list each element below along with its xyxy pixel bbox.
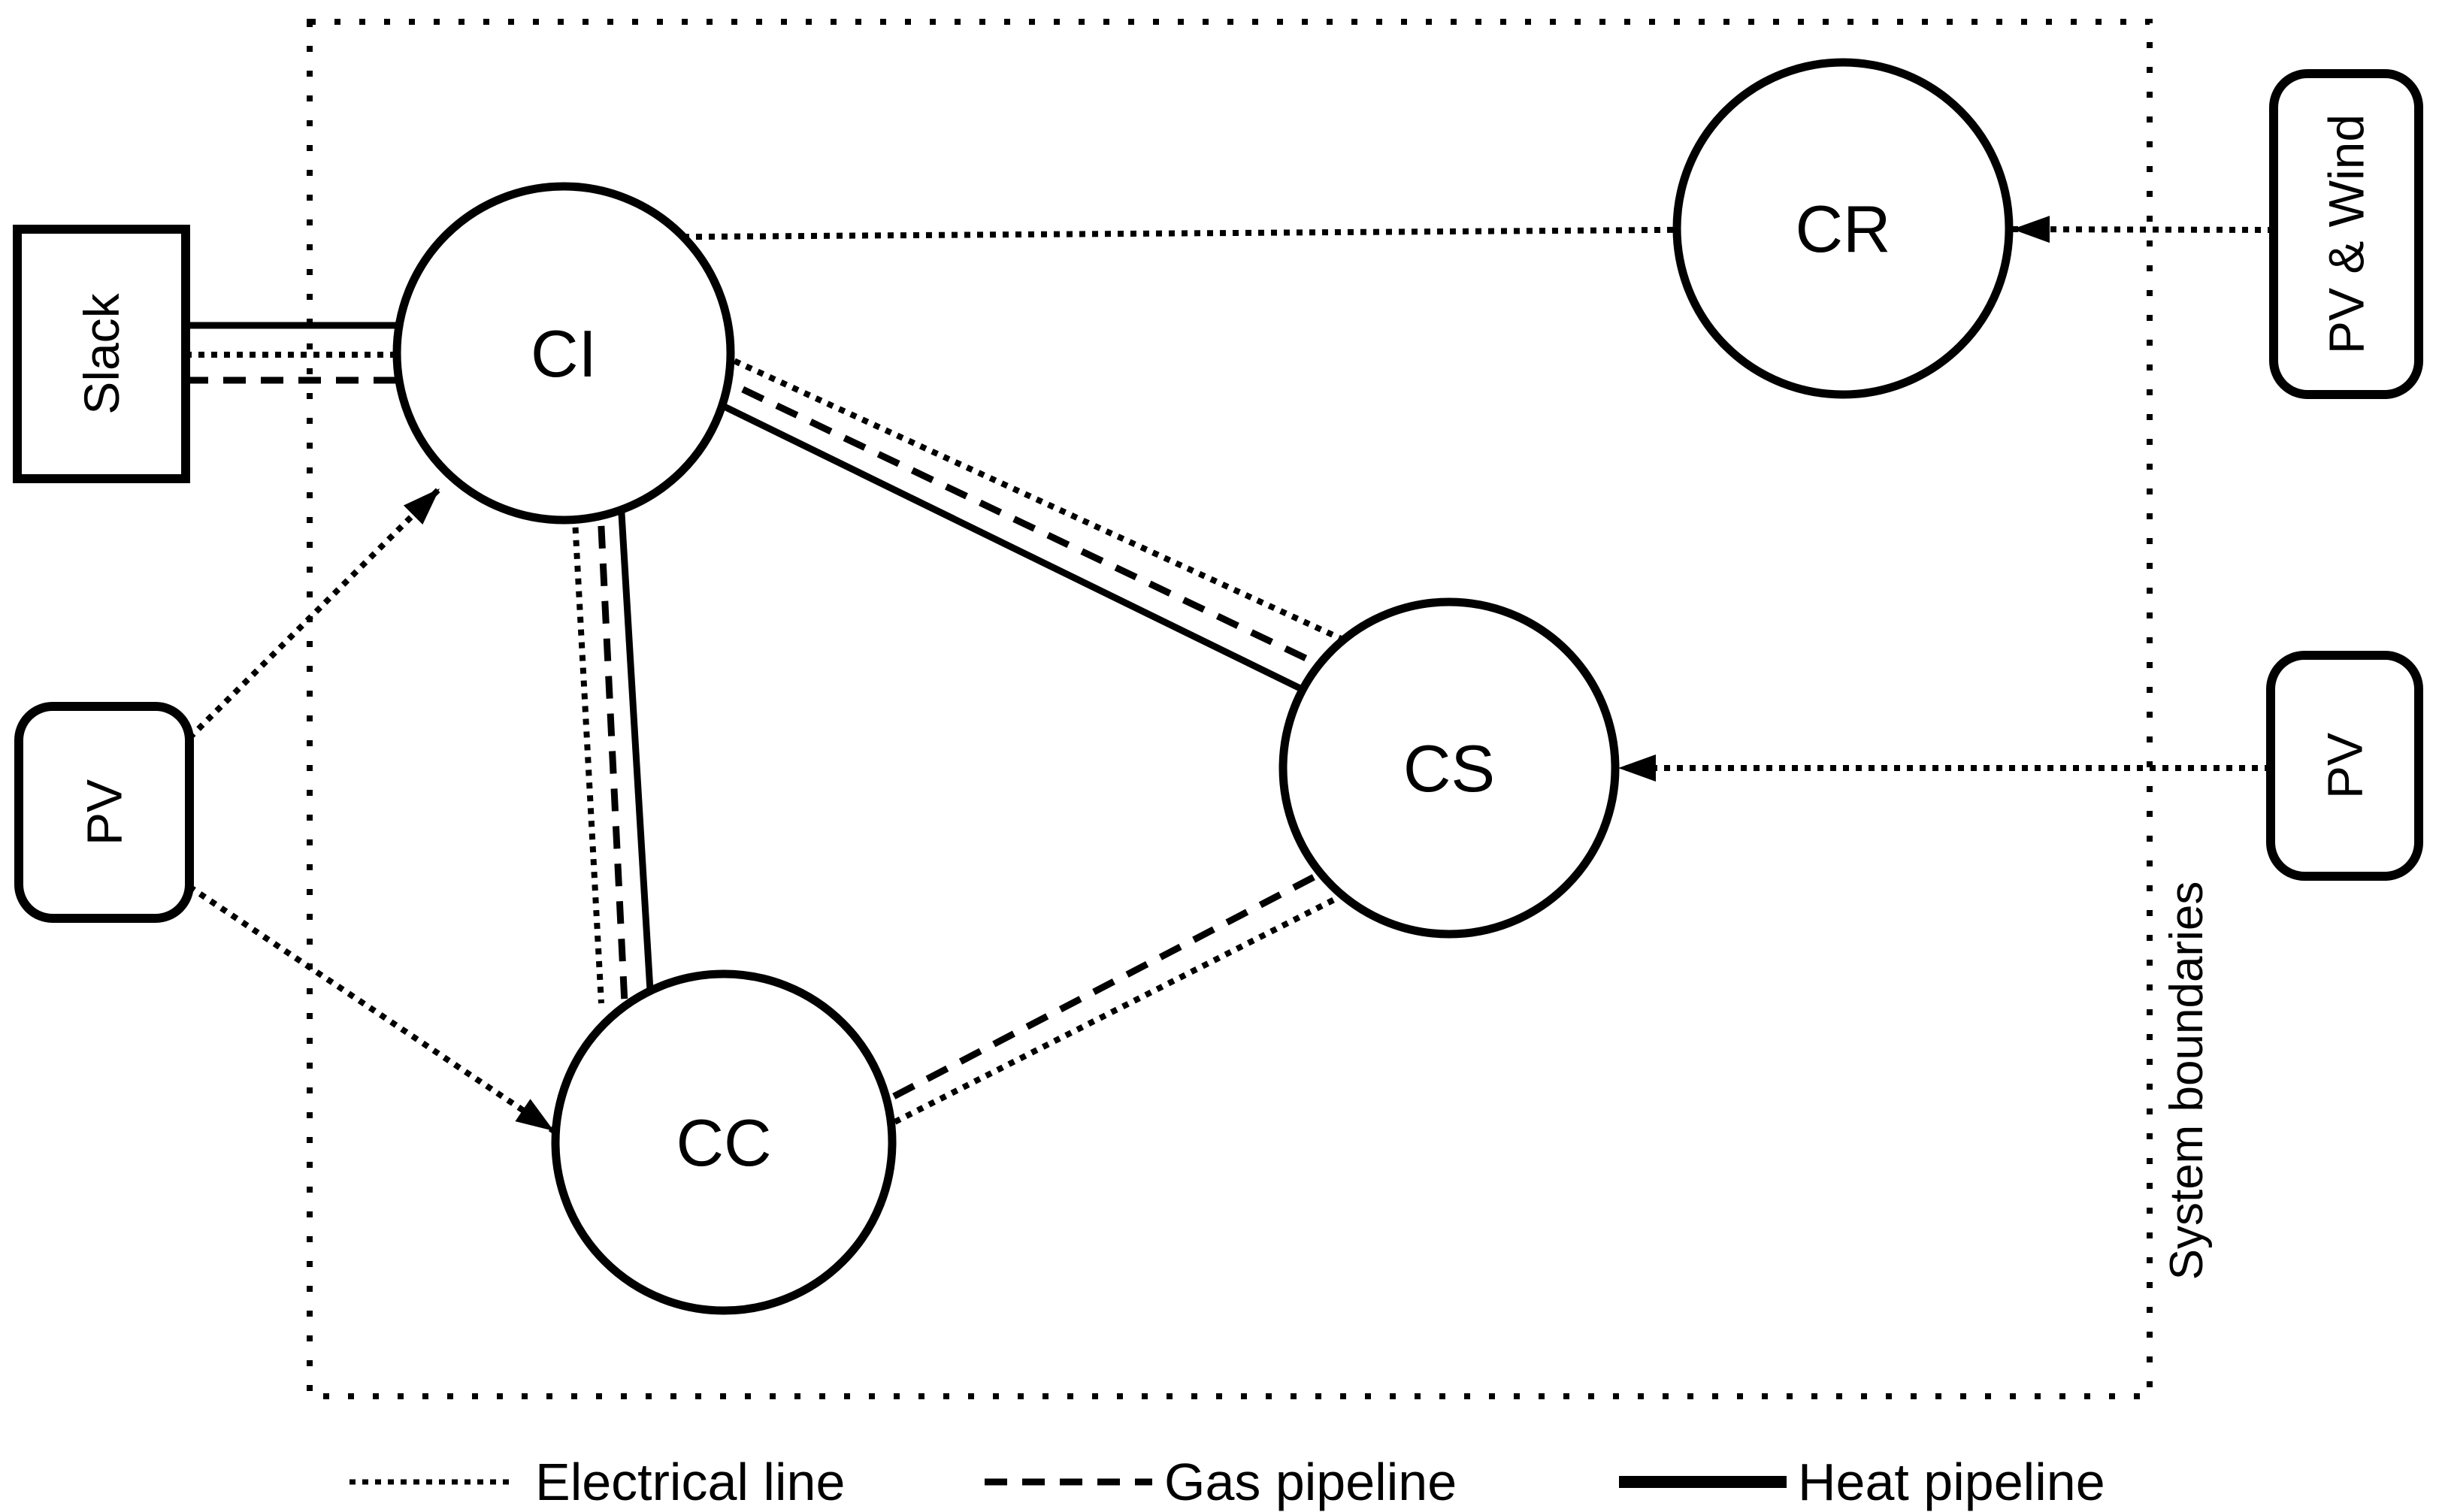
edge-pvwind-cr-electrical: [2011, 216, 2274, 243]
node-cr-circle: [1672, 58, 2014, 399]
box-pv-right-label: PV: [2317, 733, 2373, 799]
box-slack: Slack: [13, 225, 190, 483]
edge-cc-cs-electrical: [859, 888, 1352, 1142]
box-pv-left-outline: [14, 702, 194, 923]
edge-ci-cs-heat: [667, 376, 1377, 729]
node-cr-label: CR: [1795, 192, 1890, 266]
node-ci: CI: [392, 182, 735, 525]
node-ci-circle: [392, 182, 735, 525]
legend-item-gas: Gas pipeline: [985, 1453, 1457, 1511]
node-cs-label: CS: [1403, 731, 1495, 806]
box-pv-wind: PV & Wind: [2269, 69, 2423, 399]
legend-label-heat: Heat pipeline: [1798, 1453, 2105, 1511]
box-pv-wind-outline: [2269, 69, 2423, 399]
legend-label-gas: Gas pipeline: [1164, 1453, 1457, 1511]
system-boundary-outline: [307, 19, 2153, 1399]
node-ci-label: CI: [531, 316, 597, 391]
node-cc-circle: [551, 969, 897, 1315]
edge-pv-ci-electrical: [187, 486, 442, 740]
node-cr: CR: [1672, 58, 2014, 399]
system-boundary-label: System boundaries: [2161, 881, 2213, 1281]
node-cc: CC: [551, 969, 897, 1315]
edge-ci-cs-gas: [673, 353, 1384, 699]
edge-cc-cs-gas: [858, 854, 1355, 1117]
box-pv-left: PV: [14, 702, 194, 923]
edge-ci-cc-electrical: [568, 450, 604, 1004]
edge-ci-cr-electrical: [593, 226, 1767, 240]
edge-ci-cc-heat: [614, 450, 655, 1004]
legend: Electrical line Gas pipeline Heat pipeline: [350, 1453, 2105, 1511]
edge-ci-cc-gas: [594, 450, 628, 1004]
node-cc-label: CC: [676, 1105, 771, 1180]
legend-label-electrical: Electrical line: [535, 1453, 845, 1511]
box-slack-outline: [13, 225, 190, 483]
box-pv-right: PV: [2266, 651, 2423, 881]
node-cs-circle: [1279, 597, 1620, 939]
legend-item-electrical: Electrical line: [350, 1453, 845, 1511]
edge-pv-cc-electrical: [187, 884, 556, 1134]
node-cs: CS: [1279, 597, 1620, 939]
box-pv-left-label: PV: [77, 779, 132, 845]
legend-item-heat: Heat pipeline: [1619, 1453, 2105, 1511]
box-pv-wind-label: PV & Wind: [2319, 114, 2374, 354]
box-slack-label: Slack: [74, 292, 129, 414]
edge-ci-cs-electrical: [675, 331, 1392, 664]
box-pv-right-outline: [2266, 651, 2423, 881]
